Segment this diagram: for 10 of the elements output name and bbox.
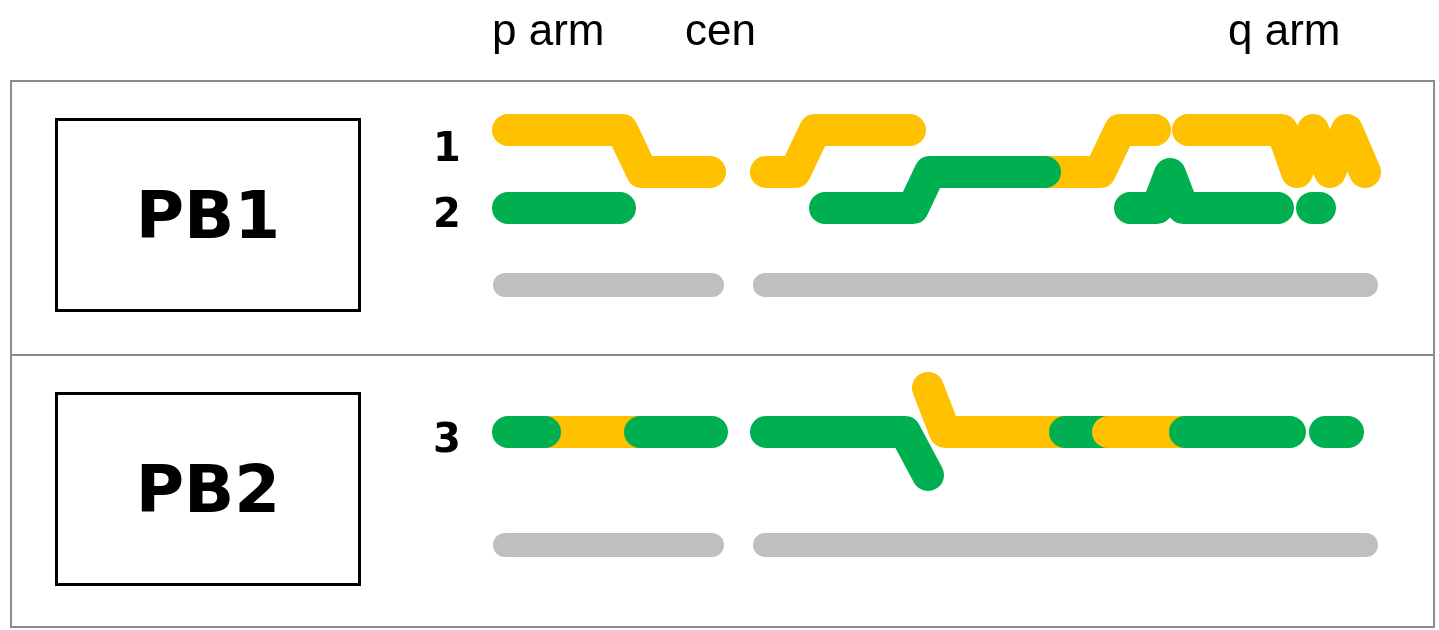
track-number: 1 [433, 127, 461, 167]
sample-label-box: PB2 [55, 392, 361, 586]
row-panel [10, 80, 1435, 356]
arm-label: q arm [1228, 8, 1341, 52]
track-number: 2 [433, 193, 461, 233]
sample-label-box: PB1 [55, 118, 361, 312]
row-panel [10, 354, 1435, 628]
track-number: 3 [433, 418, 461, 458]
arm-label: p arm [492, 8, 605, 52]
centromere-label: cen [685, 8, 756, 52]
